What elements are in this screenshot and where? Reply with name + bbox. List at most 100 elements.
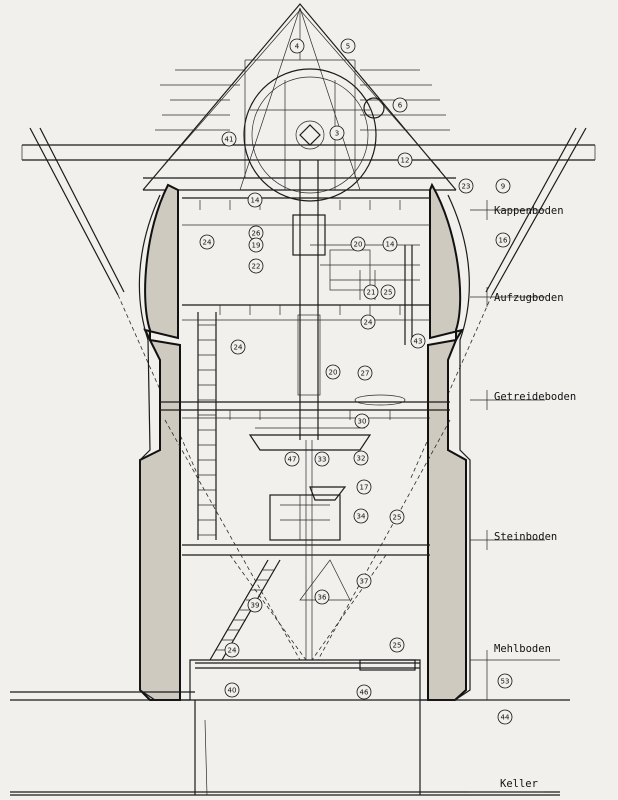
callout-c24c: 24 (230, 339, 246, 355)
callout-c4: 4 (289, 38, 305, 54)
callout-c47: 47 (284, 451, 300, 467)
main-shaft (292, 160, 326, 660)
callout-circle (199, 234, 215, 250)
callout-circle (410, 333, 426, 349)
callout-circle (497, 673, 513, 689)
callout-number: 39 (251, 602, 260, 610)
callout-number: 24 (203, 239, 212, 247)
callout-circle (353, 508, 369, 524)
callout-number: 25 (393, 514, 402, 522)
callout-circle (247, 597, 263, 613)
callout-c22: 22 (248, 258, 264, 274)
callout-c23: 23 (458, 178, 474, 194)
callout-c39: 39 (247, 597, 263, 613)
callout-c32: 32 (353, 450, 369, 466)
callout-c46: 46 (356, 684, 372, 700)
callout-number: 4 (295, 43, 300, 51)
ladder-lower (209, 559, 281, 661)
callout-circle (224, 642, 240, 658)
callout-circle (357, 365, 373, 381)
callout-c37: 37 (356, 573, 372, 589)
callout-number: 6 (398, 102, 403, 110)
callout-number: 34 (357, 513, 366, 521)
callout-circle (392, 97, 408, 113)
callout-circle (458, 178, 474, 194)
callout-number: 27 (361, 370, 370, 378)
floor-label-kappenboden: Kappenboden (494, 205, 564, 217)
callout-c53: 53 (497, 673, 513, 689)
callout-number: 43 (414, 338, 423, 346)
callout-circle (248, 237, 264, 253)
callout-number: 17 (360, 484, 369, 492)
callout-circle (314, 451, 330, 467)
callout-number: 40 (228, 687, 237, 695)
callout-c6: 6 (392, 97, 408, 113)
callout-circle (380, 284, 396, 300)
callout-number: 41 (225, 136, 234, 144)
callout-circle (389, 509, 405, 525)
callout-number: 14 (251, 197, 260, 205)
basement (194, 700, 421, 796)
callout-c16: 16 (495, 232, 511, 248)
callout-circle (284, 451, 300, 467)
callout-circle (356, 684, 372, 700)
floor-lines (10, 197, 570, 796)
callout-circle (495, 178, 511, 194)
floor-label-aufzugboden: Aufzugboden (494, 292, 564, 304)
callout-circle (495, 232, 511, 248)
floor-label-getreideboden: Getreideboden (494, 391, 576, 403)
callout-number: 37 (360, 578, 369, 586)
callout-c44: 44 (497, 709, 513, 725)
callout-number: 5 (346, 43, 350, 51)
callout-number: 20 (354, 241, 363, 249)
callout-number: 19 (252, 242, 261, 250)
callout-number: 30 (358, 418, 367, 426)
callout-c36: 36 (314, 589, 330, 605)
callout-c24b: 24 (360, 314, 376, 330)
callout-c17: 17 (356, 479, 372, 495)
callout-c41: 41 (221, 131, 237, 147)
level-markers (470, 200, 560, 793)
callout-circle (325, 364, 341, 380)
callout-c9: 9 (495, 178, 511, 194)
callout-circle (248, 258, 264, 274)
callout-number: 16 (499, 237, 508, 245)
callout-c3: 3 (329, 125, 345, 141)
callout-circle (363, 284, 379, 300)
callout-c25a: 25 (380, 284, 396, 300)
callout-circle (230, 339, 246, 355)
callout-c19: 19 (248, 237, 264, 253)
callout-c20b: 20 (325, 364, 341, 380)
callout-c14b: 14 (382, 236, 398, 252)
callout-circle (382, 236, 398, 252)
callout-circle (356, 573, 372, 589)
wind-shaft (21, 144, 596, 161)
callout-c25b: 25 (389, 509, 405, 525)
callout-number: 36 (318, 594, 327, 602)
callout-circle (329, 125, 345, 141)
callout-number: 24 (228, 647, 237, 655)
hopper-cones (164, 419, 451, 671)
callout-circle (221, 131, 237, 147)
callout-circle (353, 450, 369, 466)
callout-circle (397, 152, 413, 168)
tower-walls (138, 182, 471, 701)
brake-wheel (243, 68, 385, 202)
callout-circle (314, 589, 330, 605)
callout-number: 53 (501, 678, 510, 686)
callout-circle (497, 709, 513, 725)
callout-circle (224, 682, 240, 698)
callout-number: 47 (288, 456, 297, 464)
floor-label-steinboden: Steinboden (494, 531, 557, 543)
callout-c21: 21 (363, 284, 379, 300)
callout-circle (354, 413, 370, 429)
millstones (248, 394, 406, 541)
callout-number: 44 (501, 714, 510, 722)
ladder-upper (197, 312, 217, 540)
callout-c40: 40 (224, 682, 240, 698)
callout-number: 33 (318, 456, 327, 464)
callout-number: 9 (501, 183, 505, 191)
callout-c34: 34 (353, 508, 369, 524)
callout-number: 3 (335, 130, 339, 138)
